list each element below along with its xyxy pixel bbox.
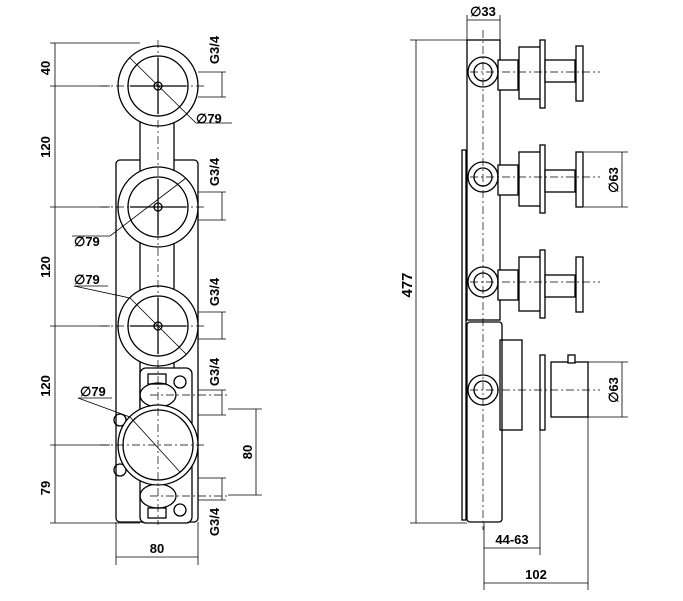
thread-label: G3/4: [207, 157, 222, 186]
thermostat-body: [113, 367, 199, 524]
dim-120-c: 120: [38, 375, 53, 397]
front-view: 40 120 120 120 79 80 80 G3/4 G3/4 G3/4 G…: [38, 35, 262, 565]
side-view: ∅33 477 ∅63 ∅63 44-63 102: [399, 4, 628, 590]
depth-range-label: 44-63: [495, 532, 528, 547]
thread-label: G3/4: [207, 277, 222, 306]
thread-label: G3/4: [207, 507, 222, 536]
side-knob: [497, 39, 584, 109]
dim-79: 79: [38, 481, 53, 495]
diameter-label: ∅79: [74, 234, 100, 249]
knob-diameter-label: ∅63: [606, 377, 621, 403]
side-thermostat-body: [466, 321, 503, 523]
diameter-label: ∅79: [196, 111, 222, 126]
diameter-label: ∅79: [80, 384, 106, 399]
dim-outlet-80: 80: [240, 445, 255, 459]
side-knob: [497, 249, 584, 319]
pipe-diameter-label: ∅33: [470, 4, 496, 19]
dim-120-a: 120: [38, 136, 53, 158]
side-knob: [497, 144, 584, 214]
side-thermostat-knob: [539, 354, 589, 431]
side-backplate: [461, 149, 467, 521]
knob-diameter-label: ∅63: [606, 167, 621, 193]
total-height-label: 477: [399, 272, 416, 297]
thread-label: G3/4: [207, 357, 222, 386]
dim-120-b: 120: [38, 256, 53, 278]
total-depth-label: 102: [525, 567, 547, 582]
dim-40: 40: [38, 61, 53, 75]
diameter-label: ∅79: [74, 272, 100, 287]
thread-label: G3/4: [207, 35, 222, 64]
dim-width-80: 80: [150, 541, 164, 556]
